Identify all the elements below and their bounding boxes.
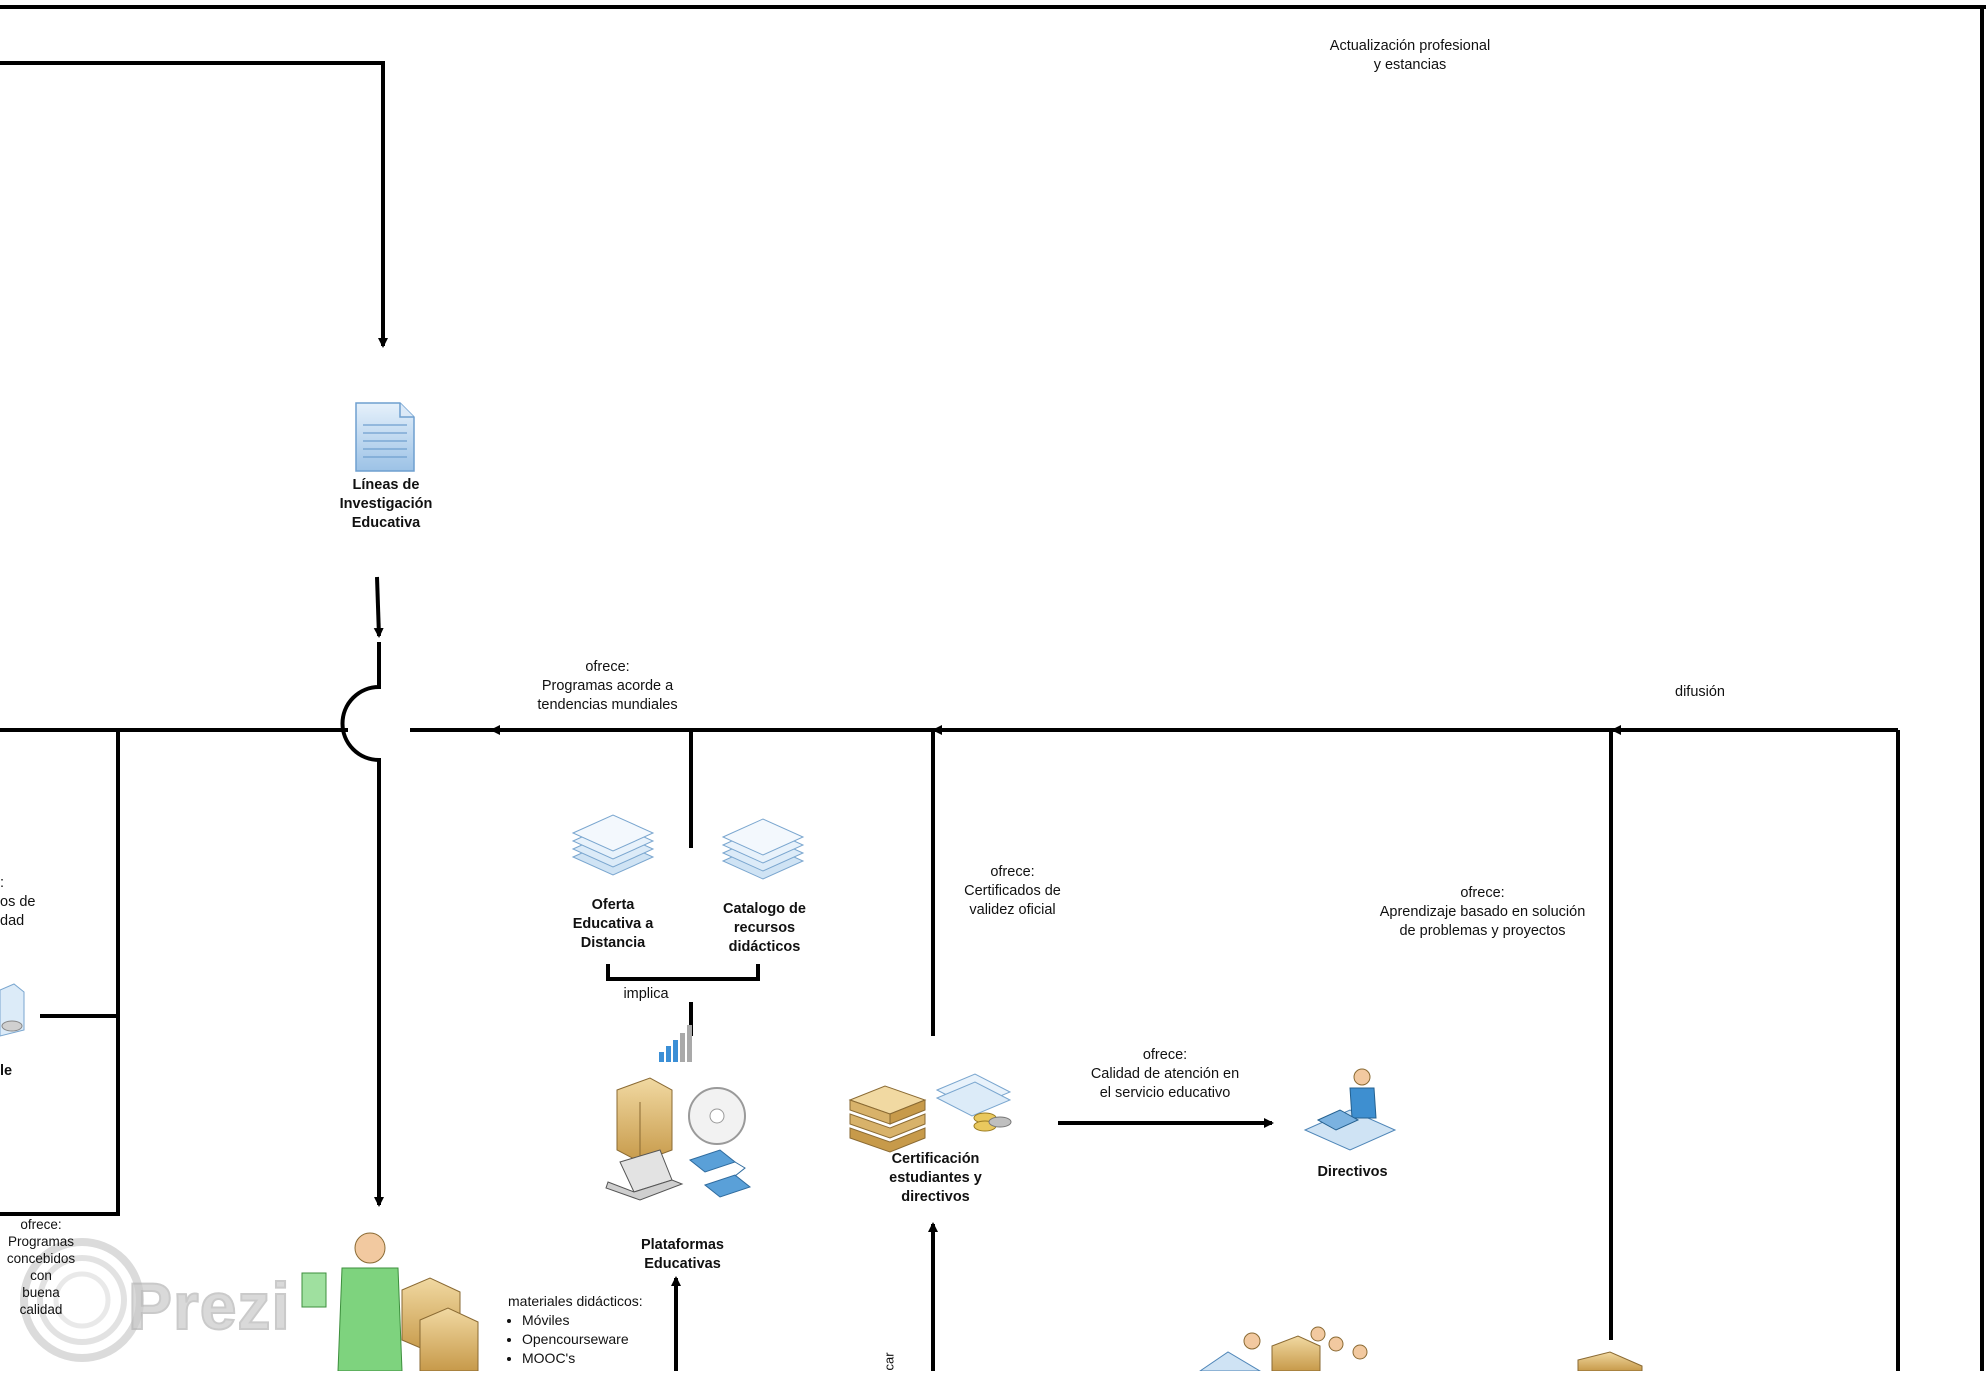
label-vertical-cut: car [881,1352,897,1371]
label-certificados: ofrece: Certificados de validez oficial [964,864,1061,918]
person-at-desk-icon [1303,1068,1397,1151]
signal-bars-icon [659,1025,692,1062]
document-icon [355,402,415,472]
server-icon [616,1077,673,1163]
edge-bracket [606,964,760,981]
phone-icon [688,1149,752,1198]
partial-database-icon [0,983,25,1037]
certificate-coins-icon [935,1073,1012,1132]
node-catalogo-recursos: Catalogo de recursos didácticos [723,901,806,955]
label-difusion: difusión [1675,684,1725,700]
node-certificacion: Certificación estudiantes y directivos [889,1151,982,1205]
stacked-documents-icon [721,818,805,880]
person-with-boxes-icon [301,1232,479,1371]
edge-top-to-lineas [0,61,388,348]
edge-lineas-down [373,576,384,638]
laptop-icon [605,1149,684,1201]
materials-list: materiales didácticos: Móviles Opencours… [508,1292,678,1368]
label-implica: implica [623,986,669,1002]
stacked-books-icon [848,1085,927,1153]
cd-icon [688,1087,746,1145]
edge-hop [340,642,384,1207]
prezi-watermark: Prezi [127,1268,291,1344]
edge-left-box [0,730,120,1216]
node-lineas-investigacion: Líneas de Investigación Educativa [339,477,433,531]
label-programas-tendencias: ofrece: Programas acorde a tendencias mu… [537,659,678,713]
materials-item: MOOC's [522,1349,678,1368]
top-label: Actualización profesional y estancias [1329,38,1491,73]
node-left-partial: le [0,1063,13,1079]
partial-box-icon [1577,1351,1643,1371]
node-oferta-educativa: Oferta Educativa a Distancia [572,897,654,951]
node-directivos: Directivos [1317,1164,1388,1180]
label-calidad: ofrece: Calidad de atención en el servic… [1090,1047,1240,1101]
connectors [0,61,1900,1371]
label-aprendizaje: ofrece: Aprendizaje basado en solución d… [1379,885,1586,939]
prezi-logo-icon [20,1238,144,1362]
materials-title: materiales didácticos: [508,1293,643,1309]
people-group-icon [1199,1326,1368,1371]
node-plataformas: Plataformas Educativas [640,1237,724,1272]
label-left-partial-top: : os de dad [0,875,36,929]
label-left-programas: ofrece: Programas concebidos con buena c… [6,1217,76,1317]
materials-item: Móviles [522,1311,678,1330]
materials-item: Opencourseware [522,1330,678,1349]
stacked-documents-icon [571,814,655,876]
frame [0,5,1986,1371]
